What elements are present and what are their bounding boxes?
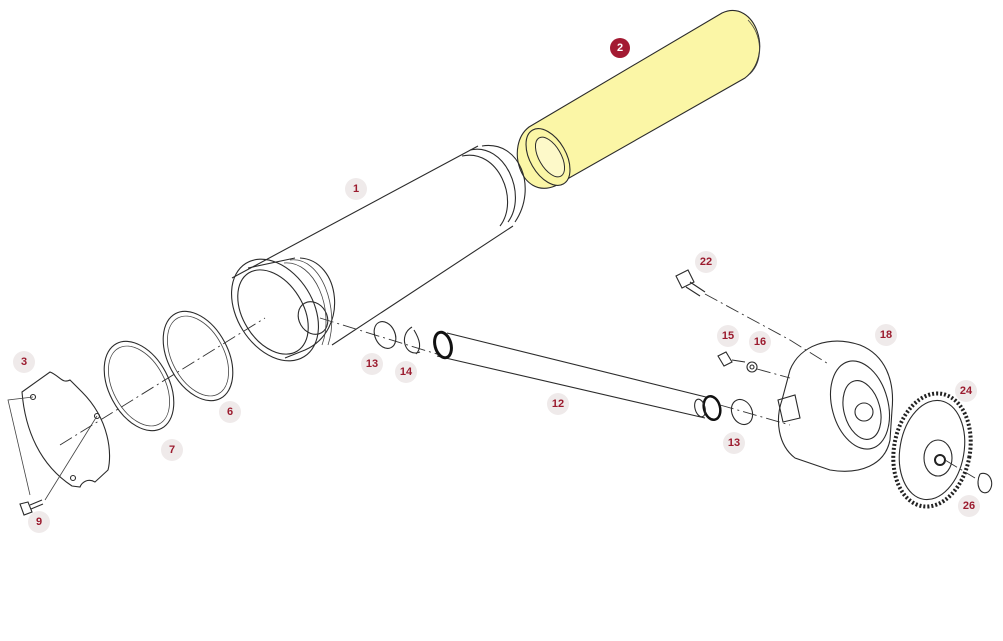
callout-24[interactable]: 24: [955, 380, 977, 402]
part-6-oring: [162, 310, 234, 402]
callout-3[interactable]: 3: [13, 351, 35, 373]
part-7-oring: [103, 340, 175, 432]
part-26-circlip: [977, 472, 993, 494]
part-15-bolt: [717, 351, 733, 367]
callout-7[interactable]: 7: [161, 439, 183, 461]
callout-1[interactable]: 1: [345, 178, 367, 200]
callout-9[interactable]: 9: [28, 511, 50, 533]
callout-16[interactable]: 16: [749, 331, 771, 353]
callout-14[interactable]: 14: [395, 361, 417, 383]
callout-2[interactable]: 2: [610, 38, 630, 58]
part-13-ring: [373, 321, 397, 349]
callout-18[interactable]: 18: [875, 324, 897, 346]
callout-22[interactable]: 22: [695, 251, 717, 273]
part-18-housing[interactable]: [777, 340, 899, 472]
part-12-shaft[interactable]: [432, 330, 723, 422]
callout-6[interactable]: 6: [219, 401, 241, 423]
callout-13b[interactable]: 13: [723, 432, 745, 454]
callout-15[interactable]: 15: [717, 325, 739, 347]
part-1-tube[interactable]: [214, 145, 526, 376]
callout-26[interactable]: 26: [958, 495, 980, 517]
callout-12[interactable]: 12: [547, 393, 569, 415]
part-16-washer: [746, 361, 758, 373]
part-24-gear[interactable]: [885, 387, 980, 512]
part-3-end-plate[interactable]: [21, 371, 111, 488]
part-14-circlip: [403, 326, 421, 355]
callout-13a[interactable]: 13: [361, 353, 383, 375]
part-13b-ring: [730, 398, 754, 426]
part-2-sleeve[interactable]: [516, 10, 761, 193]
part-22-bolt[interactable]: [675, 269, 706, 297]
